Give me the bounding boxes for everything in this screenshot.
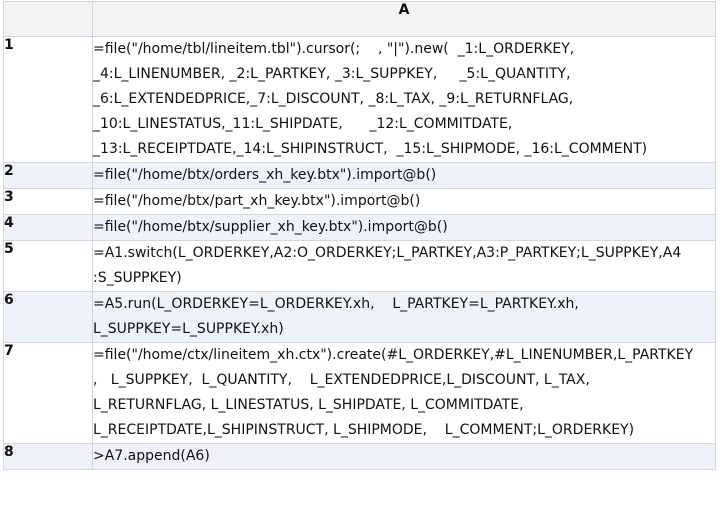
corner-cell[interactable]: [3, 1, 93, 37]
cell-line: =A5.run(L_ORDERKEY=L_ORDERKEY.xh, L_PART…: [93, 296, 579, 312]
cell-a6[interactable]: =A5.run(L_ORDERKEY=L_ORDERKEY.xh, L_PART…: [92, 291, 716, 343]
table-row: 5=A1.switch(L_ORDERKEY,A2:O_ORDERKEY;L_P…: [3, 240, 716, 292]
cell-line: =A1.switch(L_ORDERKEY,A2:O_ORDERKEY;L_PA…: [93, 245, 682, 261]
column-header-a[interactable]: A: [92, 1, 716, 37]
header-row: A: [3, 1, 716, 37]
row-number[interactable]: 4: [3, 214, 93, 241]
cell-line: =file("/home/tbl/lineitem.tbl").cursor(;…: [93, 41, 575, 57]
row-number[interactable]: 3: [3, 188, 93, 215]
cell-a7[interactable]: =file("/home/ctx/lineitem_xh.ctx").creat…: [92, 342, 716, 444]
cell-line: _6:L_EXTENDEDPRICE,_7:L_DISCOUNT, _8:L_T…: [93, 91, 574, 107]
cell-a4[interactable]: =file("/home/btx/supplier_xh_key.btx").i…: [92, 214, 716, 241]
cell-line: =file("/home/btx/supplier_xh_key.btx").i…: [93, 219, 448, 235]
cell-line: >A7.append(A6): [93, 448, 210, 464]
cell-line: L_RETURNFLAG, L_LINESTATUS, L_SHIPDATE, …: [93, 397, 524, 413]
cell-line: _10:L_LINESTATUS,_11:L_SHIPDATE, _12:L_C…: [93, 116, 513, 132]
cell-line: L_RECEIPTDATE,L_SHIPINSTRUCT, L_SHIPMODE…: [93, 422, 635, 438]
row-number[interactable]: 1: [3, 36, 93, 163]
cell-line: :S_SUPPKEY): [93, 270, 182, 286]
cell-line: _13:L_RECEIPTDATE,_14:L_SHIPINSTRUCT, _1…: [93, 141, 648, 157]
row-number[interactable]: 7: [3, 342, 93, 444]
cell-line: , L_SUPPKEY, L_QUANTITY, L_EXTENDEDPRICE…: [93, 372, 590, 388]
cell-line: L_SUPPKEY=L_SUPPKEY.xh): [93, 321, 284, 337]
cell-a1[interactable]: =file("/home/tbl/lineitem.tbl").cursor(;…: [92, 36, 716, 163]
cell-a3[interactable]: =file("/home/btx/part_xh_key.btx").impor…: [92, 188, 716, 215]
cell-line: =file("/home/btx/part_xh_key.btx").impor…: [93, 193, 421, 209]
row-number[interactable]: 5: [3, 240, 93, 292]
row-number[interactable]: 2: [3, 162, 93, 189]
table-row: 4=file("/home/btx/supplier_xh_key.btx").…: [3, 214, 716, 241]
row-number[interactable]: 6: [3, 291, 93, 343]
table-row: 8>A7.append(A6): [3, 443, 716, 470]
table-row: 1=file("/home/tbl/lineitem.tbl").cursor(…: [3, 36, 716, 163]
cell-line: =file("/home/btx/orders_xh_key.btx").imp…: [93, 167, 437, 183]
table-row: 2=file("/home/btx/orders_xh_key.btx").im…: [3, 162, 716, 189]
grid-body: 1=file("/home/tbl/lineitem.tbl").cursor(…: [3, 36, 716, 470]
row-number[interactable]: 8: [3, 443, 93, 470]
table-row: 7=file("/home/ctx/lineitem_xh.ctx").crea…: [3, 342, 716, 444]
spreadsheet-grid: A 1=file("/home/tbl/lineitem.tbl").curso…: [3, 1, 716, 470]
table-row: 6=A5.run(L_ORDERKEY=L_ORDERKEY.xh, L_PAR…: [3, 291, 716, 343]
cell-a8[interactable]: >A7.append(A6): [92, 443, 716, 470]
cell-a2[interactable]: =file("/home/btx/orders_xh_key.btx").imp…: [92, 162, 716, 189]
cell-line: =file("/home/ctx/lineitem_xh.ctx").creat…: [93, 347, 694, 363]
table-row: 3=file("/home/btx/part_xh_key.btx").impo…: [3, 188, 716, 215]
cell-a5[interactable]: =A1.switch(L_ORDERKEY,A2:O_ORDERKEY;L_PA…: [92, 240, 716, 292]
cell-line: _4:L_LINENUMBER, _2:L_PARTKEY, _3:L_SUPP…: [93, 66, 571, 82]
